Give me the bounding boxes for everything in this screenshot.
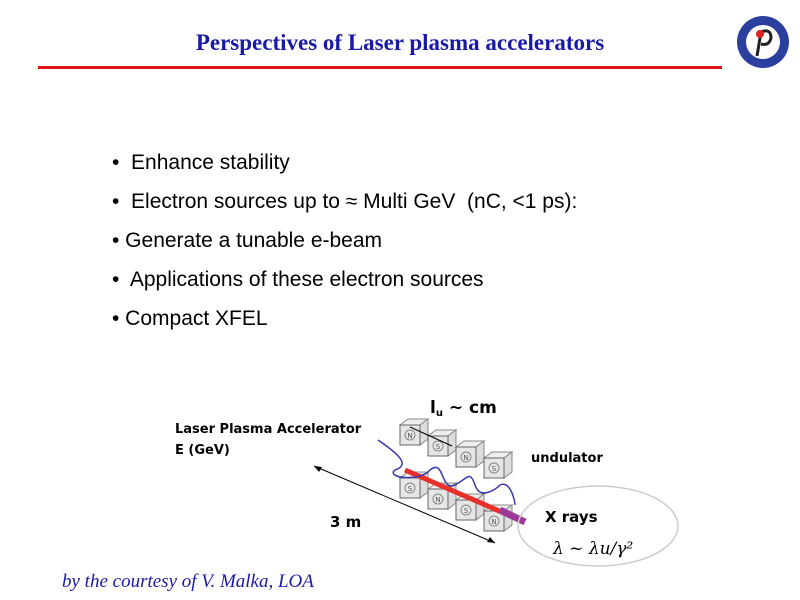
slide-title: Perspectives of Laser plasma accelerator… [195,30,605,55]
period-label: lu ~ cm [430,398,497,419]
svg-text:S: S [464,507,469,515]
bullet-item: • Applications of these electron sources [112,268,484,291]
energy-label: E (GeV) [175,443,230,458]
svg-text:N: N [463,454,468,462]
svg-text:S: S [492,465,497,473]
svg-text:S: S [436,443,441,451]
svg-text:S: S [408,485,413,493]
wavelength-formula: λ ~ λu/γ² [552,539,633,559]
accelerator-label: Laser Plasma Accelerator [175,422,362,437]
period-arrow [409,426,453,447]
magnet-block: S [482,451,514,479]
xray-label: X rays [545,508,598,526]
electron-wave [377,439,516,506]
bullet-item: • Electron sources up to ≈ Multi GeV (nC… [112,190,578,213]
credit-note: by the courtesy of V. Malka, LOA [62,571,314,592]
xray-beam [498,506,527,526]
length-label: 3 m [330,513,361,531]
magnet-block: N [454,440,486,468]
bullet-list: • Enhance stability • Electron sources u… [112,150,577,345]
magnet-block: S [454,493,486,521]
bullet-item: • Generate a tunable e-beam [112,229,383,252]
svg-text:N: N [407,432,412,440]
svg-text:N: N [491,518,496,526]
bullet-item: • Enhance stability [112,151,290,174]
magnet-block: S [426,429,458,457]
bullet-item: • Compact XFEL [112,307,268,330]
magnet-block: N [398,418,430,446]
svg-text:N: N [435,496,440,504]
institute-logo [737,16,789,68]
xray-ellipse [517,485,679,567]
length-arrow [313,465,496,544]
undulator-label: undulator [531,451,603,466]
title-divider [38,66,722,69]
